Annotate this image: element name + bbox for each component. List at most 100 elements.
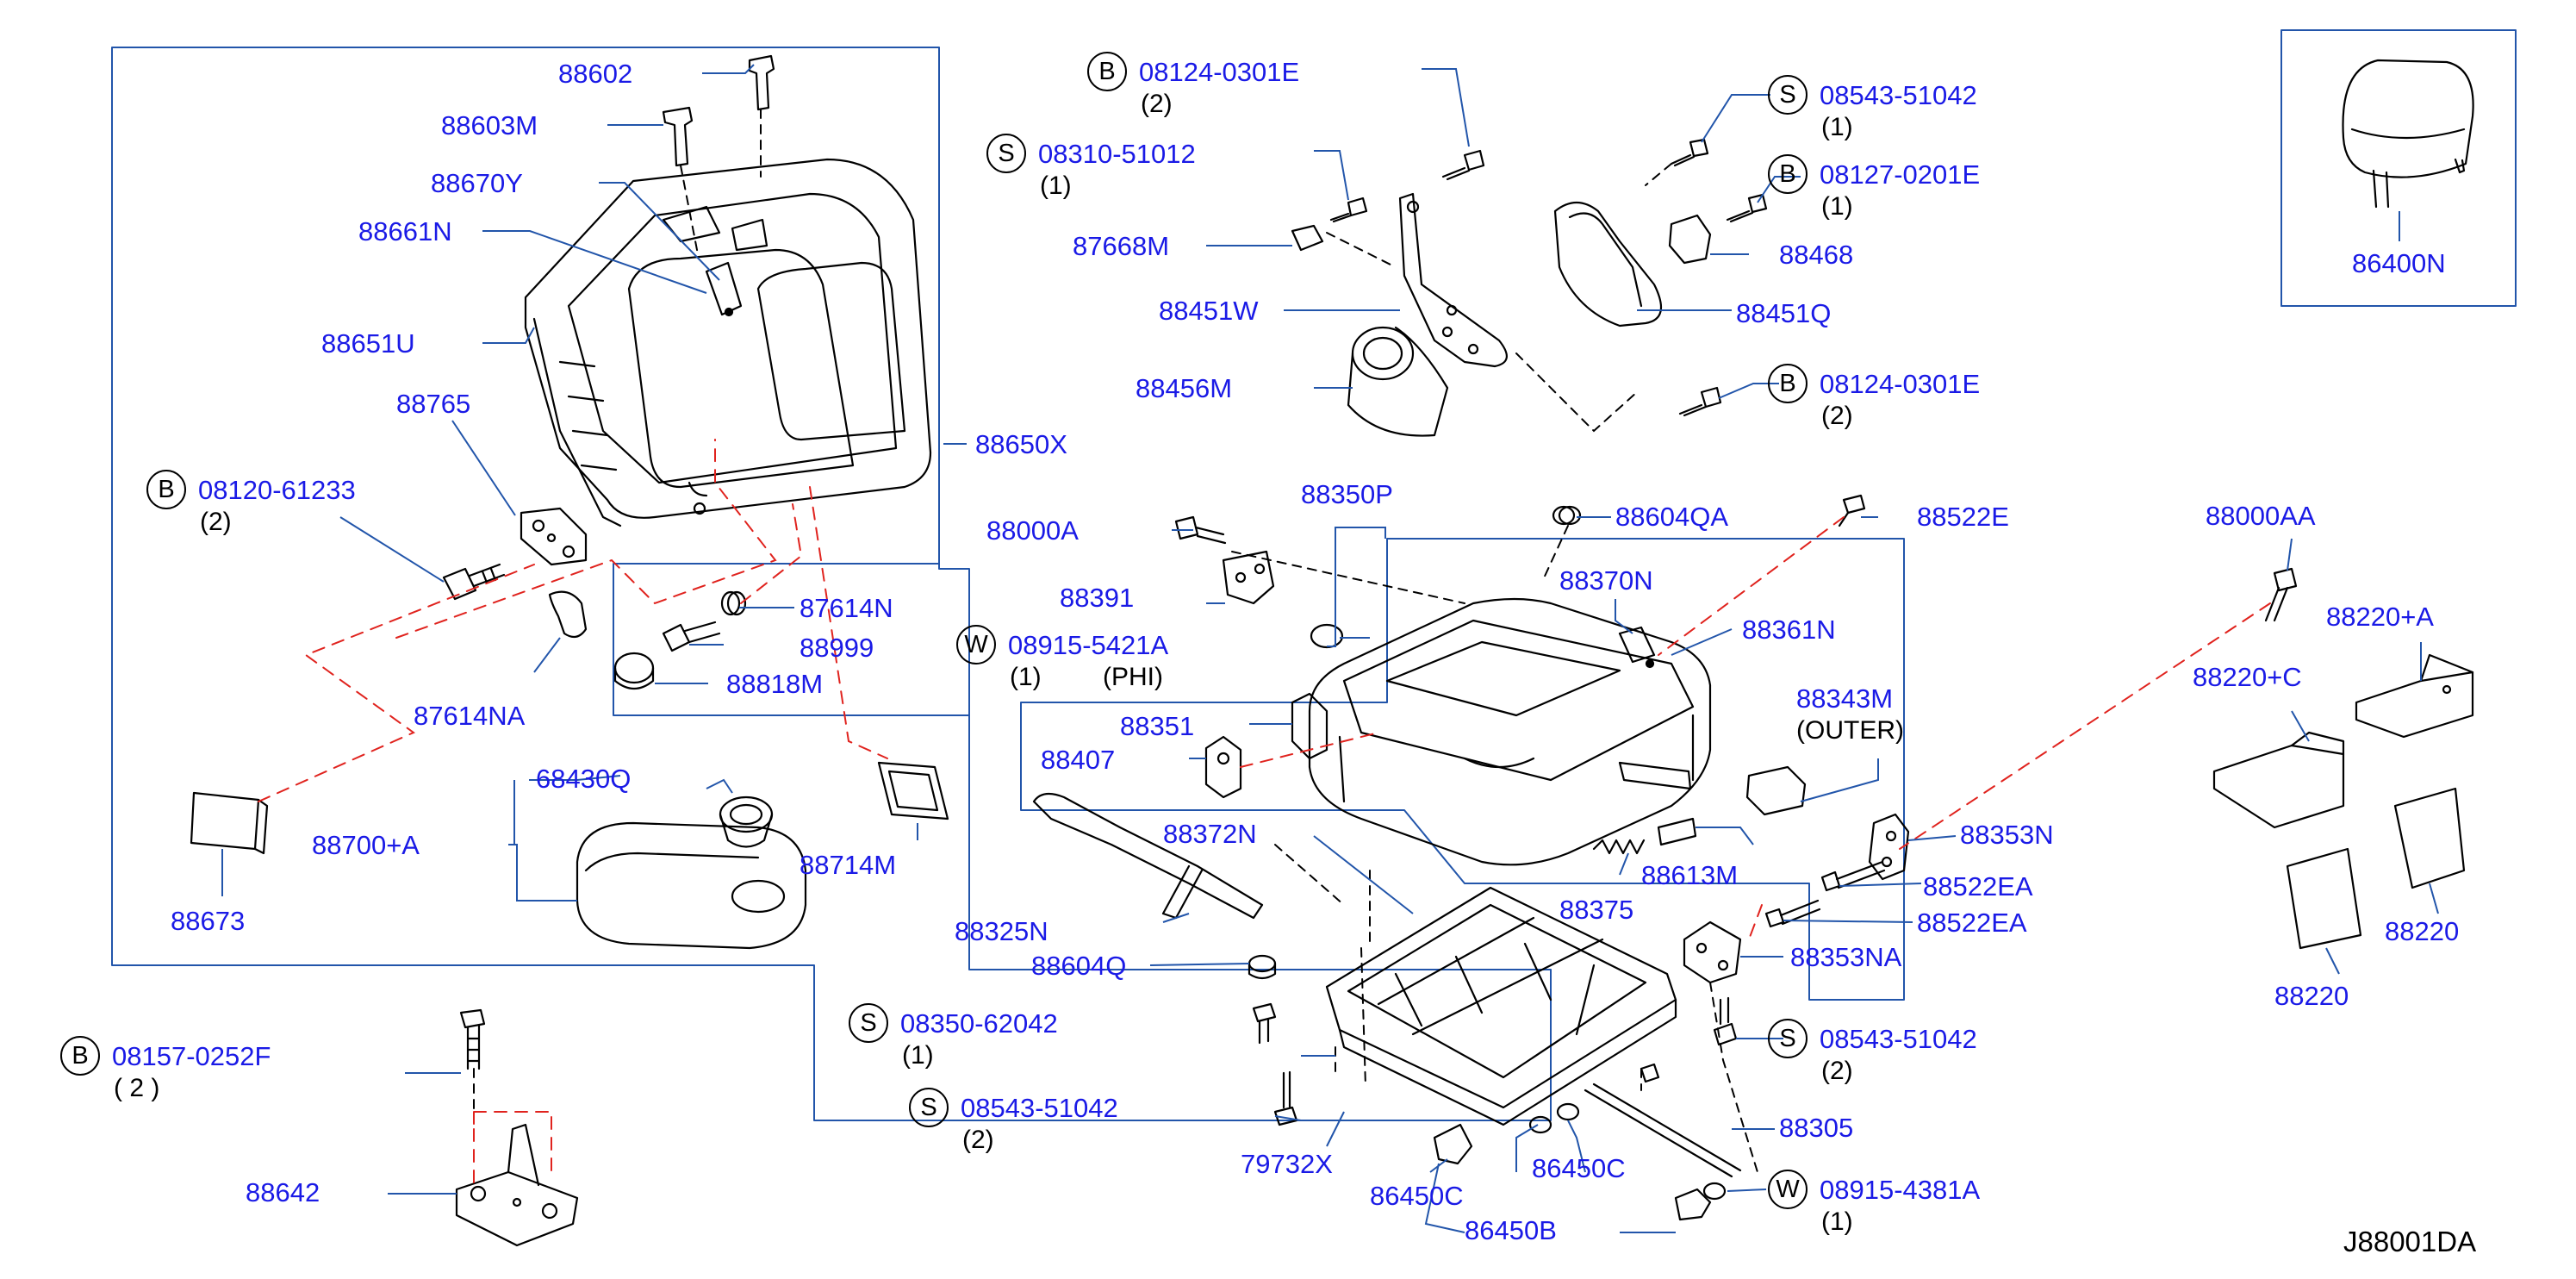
bezel-88714M-illustration <box>877 761 949 820</box>
seat-frame-illustration <box>1325 886 1677 1126</box>
part-label-68430Q: 68430Q <box>536 764 632 794</box>
bracket-88353NA-illustration <box>1683 920 1742 984</box>
part-label-88325N: 88325N <box>955 916 1048 946</box>
bolt-88522EA-b-illustration <box>1764 899 1821 928</box>
armrest-group-box <box>613 563 970 716</box>
part-label-88999: 88999 <box>800 633 874 663</box>
part-label-88522E: 88522E <box>1917 502 2009 532</box>
prefix-badge: B <box>146 470 186 509</box>
washer-86450C-c-illustration <box>1556 1102 1580 1121</box>
part-label-88522EA-b: 88522EA <box>1917 908 2027 938</box>
cover-88220C-illustration <box>2212 731 2345 829</box>
cover-88220A-illustration <box>2355 653 2474 739</box>
bolt-08124-a-illustration <box>1441 149 1485 181</box>
part-label-88604QA: 88604QA <box>1615 502 1728 532</box>
part-label-08543-51042-c: 08543-51042 <box>1820 1024 1977 1054</box>
part-label-88700+A: 88700+A <box>312 830 420 860</box>
seatback-illustration <box>524 158 932 527</box>
bolt-08543-a-illustration <box>1670 138 1709 167</box>
part-label-88350P: 88350P <box>1301 479 1393 509</box>
part-label-88220-a: 88220 <box>2385 916 2460 946</box>
part-label-88407: 88407 <box>1041 745 1116 775</box>
part-label-88456M: 88456M <box>1136 373 1233 403</box>
part-label-88343M: 88343M <box>1796 683 1894 714</box>
bolt-88999-illustration <box>662 621 721 652</box>
part-qty: (1) <box>1040 172 1072 200</box>
grommet-88604Q-illustration <box>1248 954 1277 980</box>
part-qty: (1) <box>1010 663 1042 691</box>
part-qty: (2) <box>200 508 232 536</box>
part-label-08915-4381A: 08915-4381A <box>1820 1175 1981 1205</box>
washer-08915-4381A-illustration <box>1702 1182 1727 1201</box>
part-label-88818M: 88818M <box>726 669 824 699</box>
part-label-88370N: 88370N <box>1559 565 1653 596</box>
tag-88370N-illustration <box>1618 626 1656 664</box>
part-label-88000AA: 88000AA <box>2206 501 2316 531</box>
clip-88602-illustration <box>748 54 775 111</box>
part-label-08124-0301E-a: 08124-0301E <box>1139 57 1300 87</box>
spring-88613M-illustration <box>1657 817 1697 846</box>
part-note: (OUTER) <box>1796 716 1904 745</box>
clip-87668M-illustration <box>1291 224 1324 252</box>
bracket-88765-illustration <box>520 507 588 566</box>
seatback-group-box <box>111 47 1552 1121</box>
part-label-88604Q: 88604Q <box>1031 951 1127 981</box>
part-label-88602: 88602 <box>558 59 633 89</box>
plug-88818M-illustration <box>613 652 655 690</box>
part-qty: (1) <box>1821 192 1853 221</box>
part-qty: ( 2 ) <box>114 1074 160 1102</box>
cushion-group-box <box>1020 538 1905 1001</box>
part-label-88451Q: 88451Q <box>1736 298 1832 328</box>
part-label-08124-0301E-b: 08124-0301E <box>1820 369 1981 399</box>
part-label-88468: 88468 <box>1779 240 1854 270</box>
cupholder-68430Q-illustration <box>719 795 774 848</box>
grommet-87614N-illustration <box>720 590 747 616</box>
prefix-badge: S <box>849 1003 888 1043</box>
clip-88603M-illustration <box>662 106 694 167</box>
part-qty: (2) <box>1821 402 1853 430</box>
part-qty: (1) <box>902 1041 934 1070</box>
part-label-08157-0252F: 08157-0252F <box>112 1041 271 1071</box>
part-label-08915-5421A: 08915-5421A <box>1008 630 1169 660</box>
hinge-88351-illustration <box>1291 692 1328 760</box>
cover-88456M-illustration <box>1347 326 1449 437</box>
prefix-badge: W <box>956 625 996 664</box>
clip-87614NA-illustration <box>548 590 588 639</box>
part-note: (PHI) <box>1103 663 1163 691</box>
prefix-badge: B <box>60 1036 100 1076</box>
grommet-88604QA-illustration <box>1552 505 1582 526</box>
part-label-08543-51042-b: 08543-51042 <box>961 1093 1118 1123</box>
plate-88407-illustration <box>1204 735 1242 799</box>
part-qty: (1) <box>1821 1207 1853 1236</box>
prefix-badge: B <box>1087 52 1127 91</box>
nut-86450B-illustration <box>1674 1188 1712 1221</box>
cover-88220-b-illustration <box>2286 847 2362 950</box>
part-label-88220-b: 88220 <box>2274 981 2349 1011</box>
part-label-88220+C: 88220+C <box>2193 662 2302 692</box>
cover-88220-a-illustration <box>2393 787 2466 889</box>
part-label-08350-62042: 08350-62042 <box>900 1008 1058 1039</box>
part-label-88372N: 88372N <box>1163 819 1257 849</box>
bolt-08120-illustration <box>442 563 506 601</box>
part-qty: (2) <box>1821 1057 1853 1085</box>
bolt-08350-illustration <box>1252 1002 1277 1045</box>
cap-88673-illustration <box>190 791 269 855</box>
knob-88468-illustration <box>1668 214 1712 265</box>
prefix-badge: W <box>1768 1170 1808 1209</box>
bracket-88391-illustration <box>1222 550 1275 605</box>
prefix-badge: S <box>1768 75 1808 115</box>
bolt-08127-illustration <box>1726 193 1768 223</box>
part-label-08120-61233: 08120-61233 <box>198 475 356 505</box>
part-label-88670Y: 88670Y <box>431 168 523 198</box>
part-label-86400N: 86400N <box>2352 248 2446 278</box>
part-label-88714M: 88714M <box>800 850 897 880</box>
washer-86450C-b-illustration <box>1528 1115 1552 1134</box>
screw-88522E-illustration <box>1838 494 1866 527</box>
armrest-88700A-illustration <box>576 821 807 950</box>
washer-08915-5421A-illustration <box>1310 623 1344 649</box>
part-qty: (2) <box>962 1126 994 1154</box>
bracket-88642-illustration <box>455 1123 579 1247</box>
bolt-88000A-illustration <box>1174 515 1227 545</box>
part-label-08127-0201E: 08127-0201E <box>1820 159 1981 190</box>
